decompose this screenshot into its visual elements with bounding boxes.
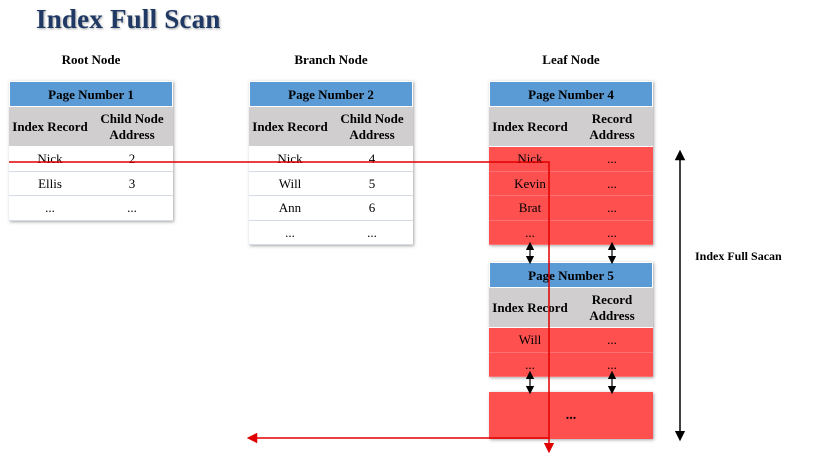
- leaf5-cell-address: ...: [607, 356, 617, 372]
- scan-path-arrow: [9, 161, 555, 454]
- leaf-page4-table: Page Number 4 Index Record Record Addres…: [489, 81, 653, 245]
- branch-header-address: Child Node Address: [340, 110, 404, 142]
- root-cell-record: Ellis: [38, 175, 62, 191]
- leaf4-row: Brat ...: [489, 196, 653, 221]
- root-cell-record: ...: [45, 200, 55, 215]
- branch-cell-address: 6: [368, 200, 376, 215]
- root-row: ... ...: [9, 196, 173, 221]
- leaf4-cell-record: Kevin: [514, 175, 546, 191]
- leaf-page5-table: Page Number 5 Index Record Record Addres…: [489, 262, 653, 377]
- branch-cell-record: ...: [285, 224, 295, 240]
- root-header-index: Index Record: [12, 118, 88, 134]
- root-header-row: Index Record Child Node Address: [9, 107, 173, 147]
- root-node-label: Root Node: [61, 52, 121, 67]
- diagram-title: Index Full Scan: [36, 4, 221, 34]
- root-cell-address: 2: [128, 151, 136, 166]
- leaf4-header-index: Index Record: [492, 118, 568, 134]
- leaf5-header-row: Index Record Record Address: [489, 288, 653, 328]
- branch-row: Will 5: [249, 172, 413, 196]
- branch-header-index: Index Record: [252, 118, 328, 134]
- leaf-node-label: Leaf Node: [542, 52, 600, 67]
- leaf5-row: ... ...: [489, 352, 653, 377]
- leaf4-header-address: Record Address: [589, 110, 635, 142]
- leaf4-cell-address: ...: [607, 224, 617, 240]
- leaf5-header-address: Record Address: [589, 291, 635, 323]
- index-full-scan-label: Index Full Sacan: [695, 249, 782, 263]
- branch-cell-address: ...: [367, 224, 377, 240]
- root-row: Ellis 3: [9, 172, 173, 196]
- leaf4-cell-record: Brat: [518, 200, 542, 215]
- leaf4-cell-address: ...: [607, 200, 617, 215]
- branch-cell-address: 5: [368, 175, 376, 191]
- leaf4-cell-record: ...: [525, 224, 535, 240]
- branch-header-row: Index Record Child Node Address: [249, 107, 413, 147]
- root-page-title: Page Number 1: [9, 81, 173, 107]
- leaf4-cell-address: ...: [607, 175, 617, 191]
- branch-cell-record: Ann: [278, 200, 302, 215]
- leaf4-header-row: Index Record Record Address: [489, 107, 653, 147]
- leaf4-row: Kevin ...: [489, 171, 653, 196]
- root-cell-address: 3: [128, 175, 136, 191]
- branch-cell-record: Will: [278, 175, 302, 191]
- branch-node-label: Branch Node: [294, 52, 368, 67]
- leaf-trailing-block: ...: [489, 392, 653, 439]
- leaf4-page-title: Page Number 4: [489, 81, 653, 107]
- branch-cell-address: 4: [368, 151, 376, 166]
- branch-node-table: Page Number 2 Index Record Child Node Ad…: [249, 81, 413, 245]
- leaf5-row: Will ...: [489, 328, 653, 353]
- branch-page-title: Page Number 2: [249, 81, 413, 107]
- leaf4-row: Nick ...: [489, 147, 653, 172]
- leaf5-cell-address: ...: [607, 332, 617, 347]
- leaf4-row: ... ...: [489, 220, 653, 245]
- leaf5-cell-record: Will: [518, 332, 542, 347]
- leaf5-cell-record: ...: [525, 356, 535, 372]
- branch-row: ... ...: [249, 221, 413, 245]
- root-header-address: Child Node Address: [100, 110, 164, 142]
- leaf4-cell-address: ...: [607, 151, 617, 166]
- root-node-table: Page Number 1 Index Record Child Node Ad…: [9, 81, 173, 221]
- root-cell-address: ...: [127, 200, 137, 215]
- branch-row: Ann 6: [249, 196, 413, 221]
